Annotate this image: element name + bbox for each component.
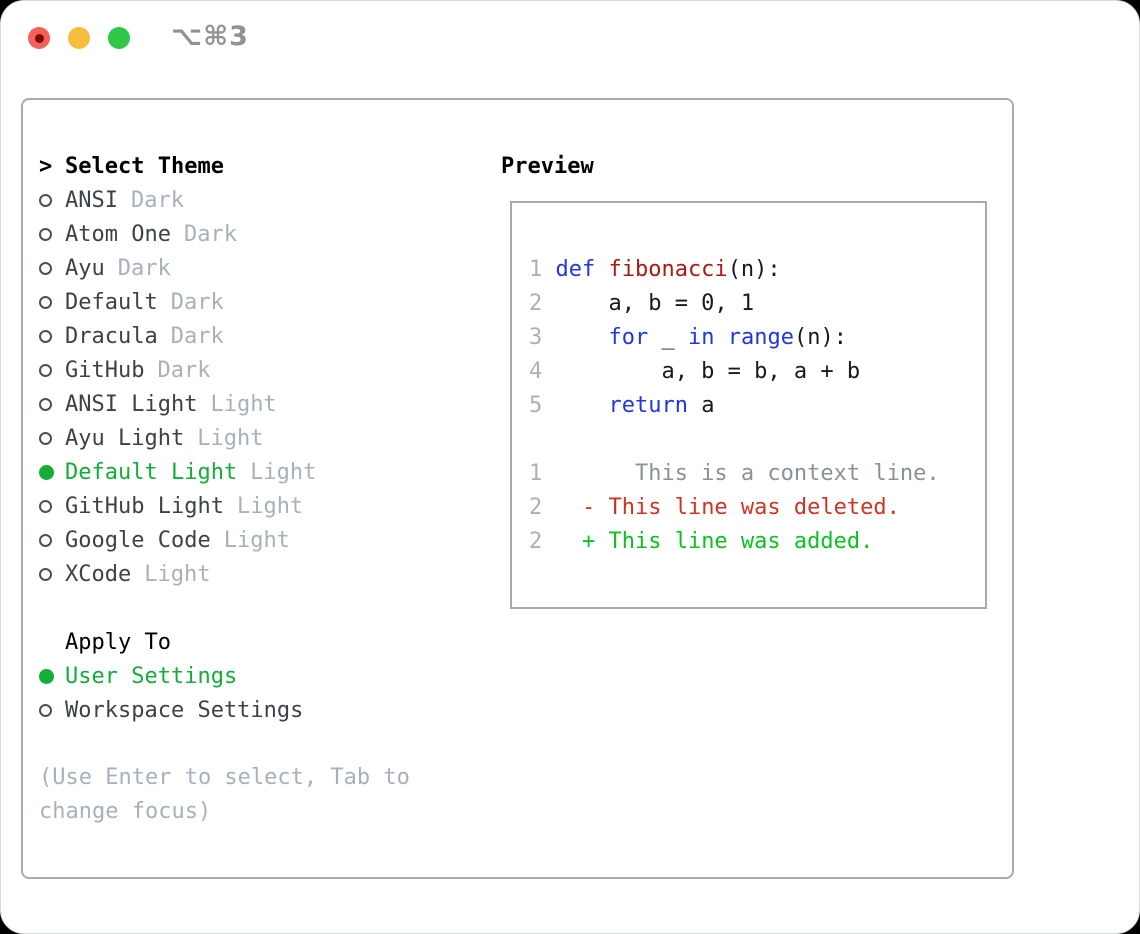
radio-icon [39, 261, 52, 275]
theme-option-github-dark[interactable]: GitHub Dark [39, 353, 479, 387]
select-theme-title: Select Theme [65, 153, 224, 179]
theme-option-default-dark[interactable]: Default Dark [39, 285, 479, 319]
radio-icon [39, 397, 52, 411]
theme-option-dracula-dark[interactable]: Dracula Dark [39, 319, 479, 353]
apply-to-list: User Settings Workspace Settings [39, 659, 479, 727]
help-text: (Use Enter to select, Tab to change focu… [39, 765, 410, 824]
theme-option-xcode-light[interactable]: XCode Light [39, 557, 479, 591]
radio-icon [39, 363, 52, 377]
select-theme-header: > Select Theme [39, 149, 479, 183]
close-dot-icon [34, 33, 44, 43]
radio-icon [39, 193, 52, 207]
titlebar: ⌥⌘3 [1, 1, 1139, 71]
theme-selector-panel: > Select Theme ANSI Dark Atom One Dark A… [21, 98, 1014, 879]
apply-to-header: Apply To [39, 625, 479, 659]
radio-icon [39, 464, 54, 480]
theme-option-github-light-light[interactable]: GitHub Light Light [39, 489, 479, 523]
minimize-button[interactable] [68, 27, 90, 49]
theme-list-column: > Select Theme ANSI Dark Atom One Dark A… [39, 149, 479, 829]
spacer [39, 591, 479, 625]
close-button[interactable] [28, 27, 50, 49]
theme-list: ANSI Dark Atom One Dark Ayu Dark Default… [39, 183, 479, 591]
radio-icon [39, 227, 52, 241]
traffic-lights [28, 27, 130, 49]
radio-icon [39, 329, 52, 343]
theme-option-ayu-light-light[interactable]: Ayu Light Light [39, 421, 479, 455]
radio-icon [39, 703, 52, 717]
radio-icon [39, 668, 54, 684]
radio-icon [39, 431, 52, 445]
theme-option-ayu-dark[interactable]: Ayu Dark [39, 251, 479, 285]
apply-option-user-settings[interactable]: User Settings [39, 659, 479, 693]
zoom-button[interactable] [108, 27, 130, 49]
theme-option-ansi-light-light[interactable]: ANSI Light Light [39, 387, 479, 421]
spacer [39, 727, 479, 761]
theme-option-ansi-dark[interactable]: ANSI Dark [39, 183, 479, 217]
cursor-prompt-icon: > [39, 153, 53, 179]
radio-icon [39, 295, 52, 309]
radio-icon [39, 533, 52, 547]
radio-icon [39, 499, 52, 513]
apply-option-workspace-settings[interactable]: Workspace Settings [39, 693, 479, 727]
theme-option-default-light-light[interactable]: Default Light Light [39, 455, 479, 489]
theme-option-atom-one-dark[interactable]: Atom One Dark [39, 217, 479, 251]
window-title: ⌥⌘3 [171, 21, 249, 52]
theme-option-google-code-light[interactable]: Google Code Light [39, 523, 479, 557]
apply-to-title: Apply To [65, 629, 171, 655]
radio-icon [39, 567, 52, 581]
preview-title: Preview [501, 153, 594, 179]
